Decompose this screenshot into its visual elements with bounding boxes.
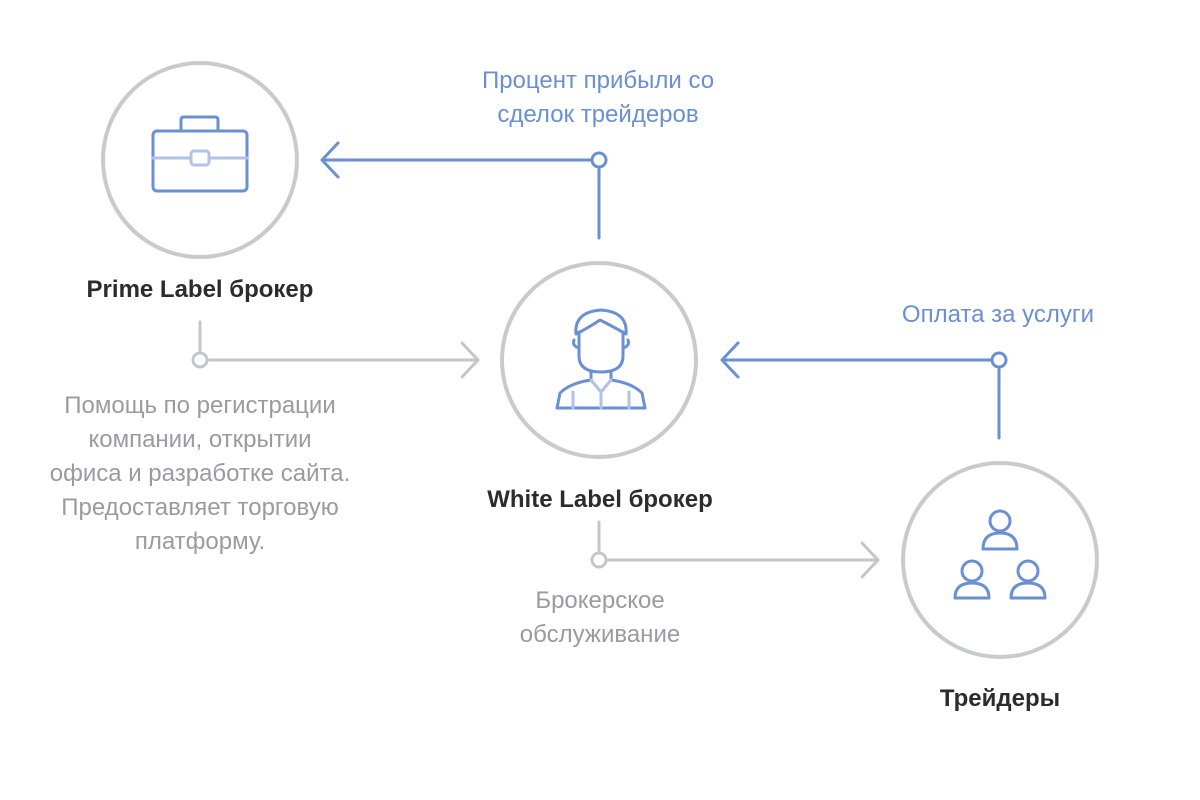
prime-help-arrow <box>191 320 480 379</box>
profit-share-line-1: Процент прибыли со <box>481 67 715 94</box>
prime-help-line-5: платформу. <box>134 528 266 555</box>
brokerage-arrow <box>590 520 880 579</box>
prime-help-line-1: Помощь по регистрации <box>64 392 336 419</box>
service-payment-arrow <box>720 341 1008 440</box>
white-label: White Label брокер <box>487 486 713 513</box>
prime-label: Prime Label брокер <box>86 276 314 303</box>
traders-label: Трейдеры <box>939 685 1061 712</box>
brokerage-text: Брокерское обслуживание <box>450 584 750 652</box>
brokerage-line-2: обслуживание <box>519 621 681 648</box>
profit-share-text: Процент прибыли со сделок трейдеров <box>418 64 778 132</box>
prime-help-line-2: компании, открытии <box>88 426 312 453</box>
prime-help-line-3: офиса и разработке сайта. <box>49 460 351 487</box>
prime-help-line-4: Предоставляет торговую <box>61 494 339 521</box>
profit-share-line-2: сделок трейдеров <box>497 101 699 128</box>
service-payment-text: Оплата за услуги <box>901 301 1095 328</box>
traders-node-circle <box>901 461 1099 659</box>
profit-share-arrow <box>320 141 608 240</box>
prime-help-text: Помощь по регистрации компании, открытии… <box>0 389 400 559</box>
prime-node-circle <box>101 61 299 259</box>
person-icon <box>555 308 647 410</box>
briefcase-icon <box>151 115 249 193</box>
brokerage-line-1: Брокерское <box>535 587 665 614</box>
people-group-icon <box>953 509 1047 600</box>
white-node-circle <box>500 261 698 459</box>
